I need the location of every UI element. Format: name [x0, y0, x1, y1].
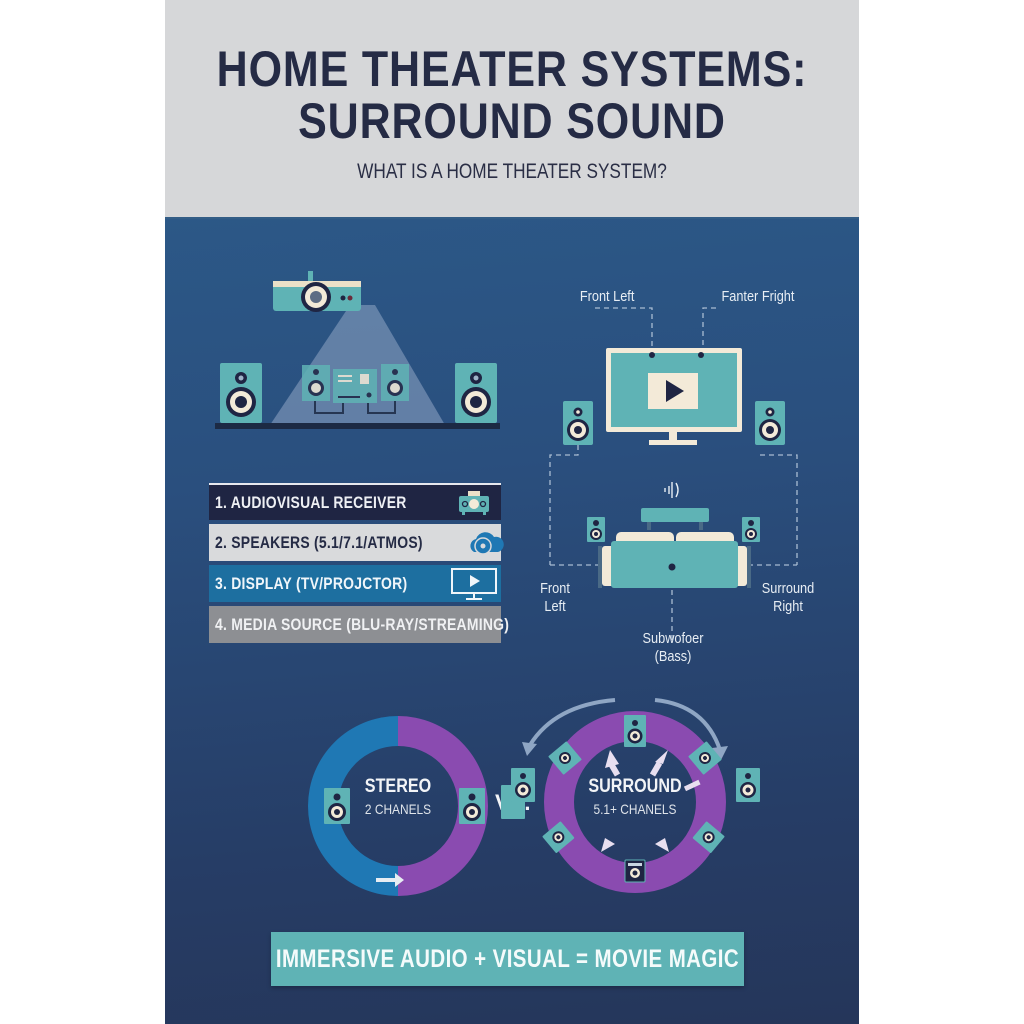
component-label: 2. SPEAKERS (5.1/7.1/ATMOS) [215, 532, 423, 552]
ring-segment-blue [308, 716, 398, 896]
speaker-icon-surround-lower-left [542, 821, 575, 853]
ring-segment-purple [398, 716, 488, 896]
component-item-media-source: 4. MEDIA SOURCE (BLU-RAY/STREAMING) [209, 606, 509, 643]
projector-beam [270, 305, 445, 425]
speaker-icon-surround-upper-right [688, 741, 722, 775]
infographic-poster: HOME THEATER SYSTEMS: SURROUND SOUND WHA… [165, 0, 859, 1024]
speaker-icon-front-left [563, 401, 593, 445]
component-item-receiver: 1. AUDIOVISUAL RECEIVER [209, 483, 501, 520]
stereo-ring [308, 716, 488, 896]
speaker-icon-stereo-right [459, 788, 485, 824]
label-front-left-side: Front Left [534, 580, 577, 616]
label-surround-right: Surround Right [758, 580, 818, 616]
speaker-layout-diagram [549, 307, 798, 640]
speaker-icon-surround-mid-right [736, 768, 760, 802]
component-label: 4. MEDIA SOURCE (BLU-RAY/STREAMING) [215, 614, 510, 634]
component-label: 3. DISPLAY (TV/PROJCTOR) [215, 573, 408, 593]
speaker-icon-front-right [755, 401, 785, 445]
label-line: Right [773, 598, 803, 615]
header-band: HOME THEATER SYSTEMS: SURROUND SOUND WHA… [165, 0, 859, 219]
curved-arrow-right [654, 698, 722, 751]
label-line: Left [544, 598, 566, 615]
label-front-left-top: Front Left [579, 288, 635, 305]
tv-icon [606, 348, 742, 445]
speaker-icon-surround-top [624, 715, 646, 747]
speaker-icon-stereo-left [324, 788, 350, 824]
surround-subtitle: 5.1+ CHANELS [593, 801, 677, 817]
sound-wave-icon [664, 482, 679, 498]
label-line: Surround [761, 580, 815, 597]
surround-title: SURROUND [588, 776, 682, 797]
subwoofer-icon [624, 859, 646, 883]
component-item-speakers: 2. SPEAKERS (5.1/7.1/ATMOS) [209, 524, 505, 561]
speaker-icon-right [455, 363, 497, 423]
speaker-icon-surround-upper-left [548, 741, 582, 775]
home-theater-illustration [215, 271, 500, 429]
label-front-right-top: Fanter Fright [721, 288, 795, 305]
projector-icon [273, 271, 361, 312]
stereo-subtitle: 2 CHANELS [364, 801, 432, 817]
motto-banner: IMMERSIVE AUDIO + VISUAL = MOVIE MAGIC [271, 932, 744, 986]
inward-arrows [601, 750, 701, 852]
monitor-play-icon [450, 567, 497, 600]
speaker-icon-surround-left [587, 517, 605, 542]
page-title-line1: HOME THEATER SYSTEMS: [216, 41, 808, 97]
arrow-right-icon [376, 873, 404, 887]
page-subtitle: WHAT IS A HOME THEATER SYSTEM? [357, 160, 667, 183]
component-label: 1. AUDIOVISUAL RECEIVER [215, 492, 407, 512]
page-title-line2: SURROUND SOUND [298, 93, 726, 149]
speaker-icon-surround-mid-left [511, 768, 535, 802]
couch-icon [598, 508, 751, 588]
speaker-icon-surround-lower-right [692, 821, 725, 853]
label-line: Subwofoer [642, 630, 704, 647]
label-subwoofer: Subwofoer (Bass) [639, 630, 707, 666]
curved-arrow-left [528, 698, 616, 747]
cloud-disc-icon [470, 531, 505, 555]
receiver-rack-icon [302, 364, 409, 414]
receiver-icon [459, 490, 489, 515]
surround-ring [501, 698, 760, 893]
stereo-title: STEREO [364, 776, 432, 797]
component-list: 1. AUDIOVISUAL RECEIVER 2. SPEAKERS (5.1… [209, 483, 509, 647]
label-line: (Bass) [654, 648, 692, 665]
speaker-icon-surround-right [742, 517, 760, 542]
label-line: Front [540, 580, 570, 597]
motto-text: IMMERSIVE AUDIO + VISUAL = MOVIE MAGIC [275, 944, 740, 973]
component-item-display: 3. DISPLAY (TV/PROJCTOR) [209, 565, 501, 602]
speaker-icon-left [220, 363, 262, 423]
floor-shelf [215, 423, 500, 429]
